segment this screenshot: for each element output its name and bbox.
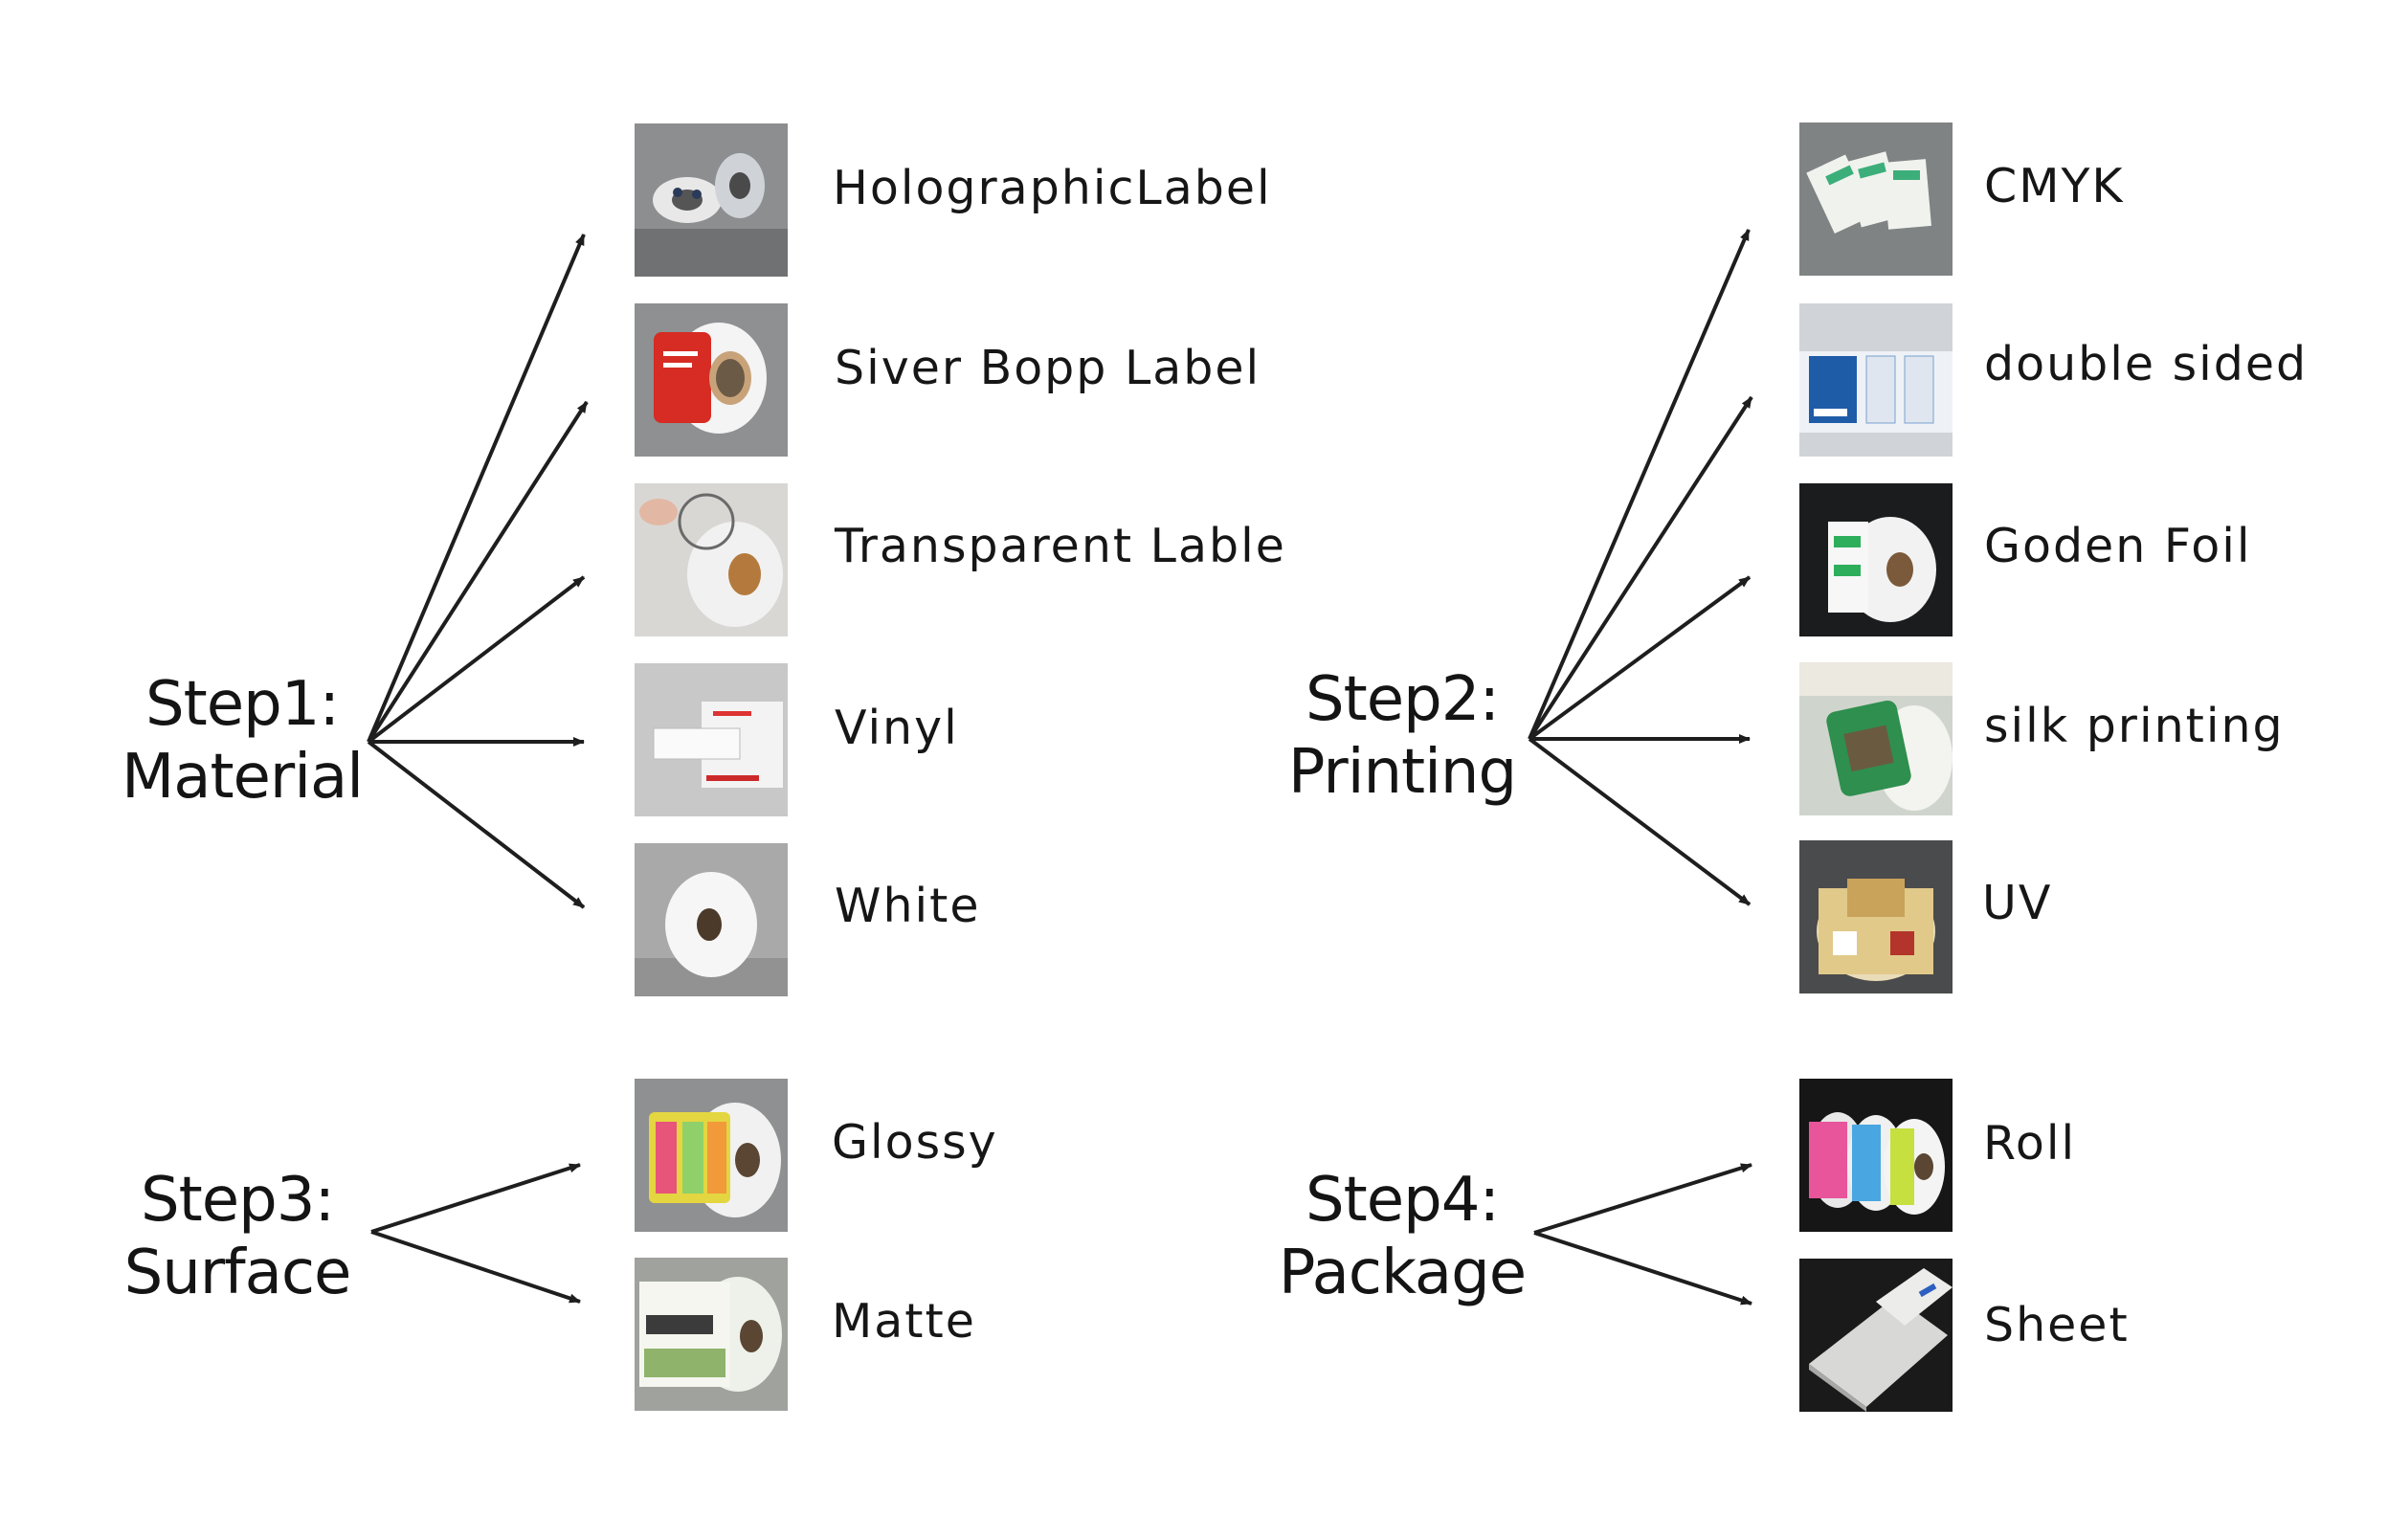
white-label-roll-icon	[635, 843, 788, 996]
step4-arrows	[1533, 1163, 1752, 1306]
step2-arrows	[1528, 229, 1753, 906]
holographic-label-roll-icon	[635, 123, 788, 277]
option-goden-foil: Goden Foil	[1984, 519, 2252, 573]
option-white: White	[835, 879, 981, 933]
step3-arrows	[370, 1163, 581, 1304]
option-matte: Matte	[832, 1294, 976, 1349]
option-sheet: Sheet	[1984, 1298, 2130, 1352]
arrow-holographic	[367, 234, 586, 743]
step4-title-line1: Step4:	[1306, 1165, 1500, 1236]
step2-title-line1: Step2:	[1306, 664, 1500, 735]
arrow-siver-bopp	[367, 400, 589, 744]
arrow-glossy	[370, 1163, 581, 1234]
uv-printed-label-roll-icon	[1799, 840, 1953, 993]
transparent-label-roll-icon	[635, 483, 788, 636]
glossy-label-roll-icon	[635, 1079, 788, 1232]
option-holographic-label: HolographicLabel	[833, 161, 1272, 215]
step2-title: Step2: Printing	[1273, 663, 1531, 809]
foil-label-roll-icon	[1799, 483, 1953, 636]
arrow-cmyk	[1528, 229, 1751, 740]
step1-arrows	[367, 234, 589, 909]
option-uv: UV	[1982, 876, 2053, 930]
matte-label-roll-icon	[635, 1258, 788, 1411]
arrow-uv	[1528, 737, 1752, 906]
option-roll: Roll	[1983, 1116, 2077, 1171]
option-double-sided: double sided	[1984, 337, 2309, 391]
option-transparent-lable: Transparent Lable	[835, 519, 1286, 573]
option-silk-printing: silk printing	[1984, 699, 2285, 753]
double-sided-label-roll-icon	[1799, 303, 1953, 457]
arrow-double-sided	[1528, 395, 1753, 741]
step4-title: Step4: Package	[1273, 1164, 1531, 1309]
cmyk-printed-labels-icon	[1799, 123, 1953, 276]
arrow-matte	[370, 1230, 581, 1304]
arrow-foil	[1528, 575, 1752, 741]
label-sheets-icon	[1799, 1259, 1953, 1412]
step1-title-line2: Material	[122, 742, 364, 813]
step1-title: Step1: Material	[113, 668, 371, 814]
option-siver-bopp-label: Siver Bopp Label	[835, 341, 1261, 395]
arrow-white	[367, 740, 586, 909]
vinyl-label-roll-icon	[635, 663, 788, 816]
red-label-roll-icon	[635, 303, 788, 457]
arrow-transparent	[367, 575, 586, 744]
arrow-roll	[1533, 1163, 1752, 1235]
label-rolls-icon	[1799, 1079, 1953, 1232]
step3-title-line1: Step3:	[141, 1165, 335, 1236]
step3-title: Step3: Surface	[113, 1164, 362, 1309]
silk-printed-label-icon	[1799, 662, 1953, 815]
option-cmyk: CMYK	[1984, 159, 2125, 213]
arrow-sheet	[1533, 1231, 1752, 1306]
step3-title-line2: Surface	[123, 1238, 352, 1308]
step1-title-line1: Step1:	[145, 669, 340, 740]
option-glossy: Glossy	[832, 1115, 998, 1170]
step4-title-line2: Package	[1278, 1238, 1527, 1308]
option-vinyl: Vinyl	[835, 701, 959, 755]
step2-title-line2: Printing	[1287, 737, 1517, 808]
